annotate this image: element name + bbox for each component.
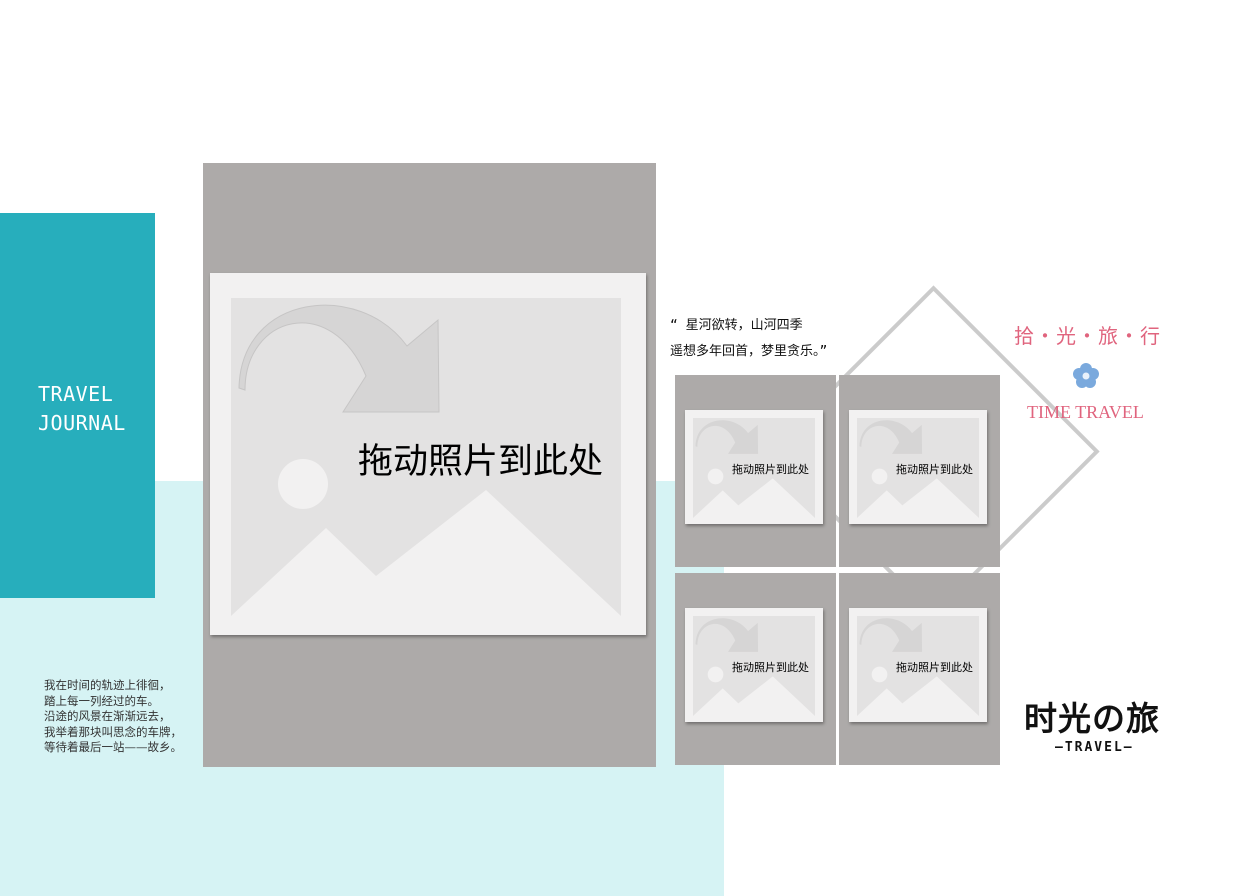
image-placeholder-icon [231,298,621,616]
image-placeholder-icon [857,418,979,518]
flower-icon [1073,363,1099,388]
travel-journal-label: TRAVEL JOURNAL [38,380,126,438]
journal-line-1: TRAVEL [38,382,114,406]
photo-slot-1[interactable]: 拖动照片到此处 [675,375,836,567]
placeholder-label: 拖动照片到此处 [896,661,973,674]
quote-line-2: 遥想多年回首，梦里贪乐。” [670,344,828,359]
poem-line: 沿途的风景在渐渐远去， [44,709,171,723]
photo-placeholder[interactable]: 拖动照片到此处 [685,608,823,722]
photo-slot-4[interactable]: 拖动照片到此处 [839,573,1000,765]
placeholder-label: 拖动照片到此处 [896,463,973,476]
photo-slot-2[interactable]: 拖动照片到此处 [839,375,1000,567]
brand-english-title: TIME TRAVEL [1027,402,1144,422]
placeholder-label: 拖动照片到此处 [358,442,604,482]
photo-placeholder[interactable]: 拖动照片到此处 [849,608,987,722]
logo-subtitle: —TRAVEL— [1055,740,1134,755]
quote-text: “ 星河欲转，山河四季 遥想多年回首，梦里贪乐。” [670,313,827,365]
main-photo-slot[interactable]: 拖动照片到此处 [203,163,656,767]
photo-slot-3[interactable]: 拖动照片到此处 [675,573,836,765]
cover-block [0,213,155,598]
logo-title: 时光の旅 [1024,699,1160,738]
poem-line: 我举着那块叫思念的车牌， [44,724,182,739]
journal-line-2: JOURNAL [38,411,126,435]
poem-line: 踏上每一列经过的车。 [44,693,159,708]
poem-line: 等待着最后一站——故乡。 [44,740,182,754]
photo-placeholder[interactable]: 拖动照片到此处 [849,410,987,524]
image-placeholder-icon [693,418,815,518]
photo-placeholder[interactable]: 拖动照片到此处 [685,410,823,524]
photo-placeholder[interactable]: 拖动照片到此处 [210,273,646,635]
poem-line: 我在时间的轨迹上徘徊， [44,678,171,692]
image-placeholder-icon [693,616,815,716]
placeholder-label: 拖动照片到此处 [732,463,809,476]
placeholder-label: 拖动照片到此处 [732,661,809,674]
image-placeholder-icon [857,616,979,716]
poem-text: 我在时间的轨迹上徘徊， 踏上每一列经过的车。 沿途的风景在渐渐远去， 我举着那块… [44,678,182,756]
brand-chinese-title: 拾・光・旅・行 [1014,324,1161,348]
quote-line-1: “ 星河欲转，山河四季 [670,318,803,333]
